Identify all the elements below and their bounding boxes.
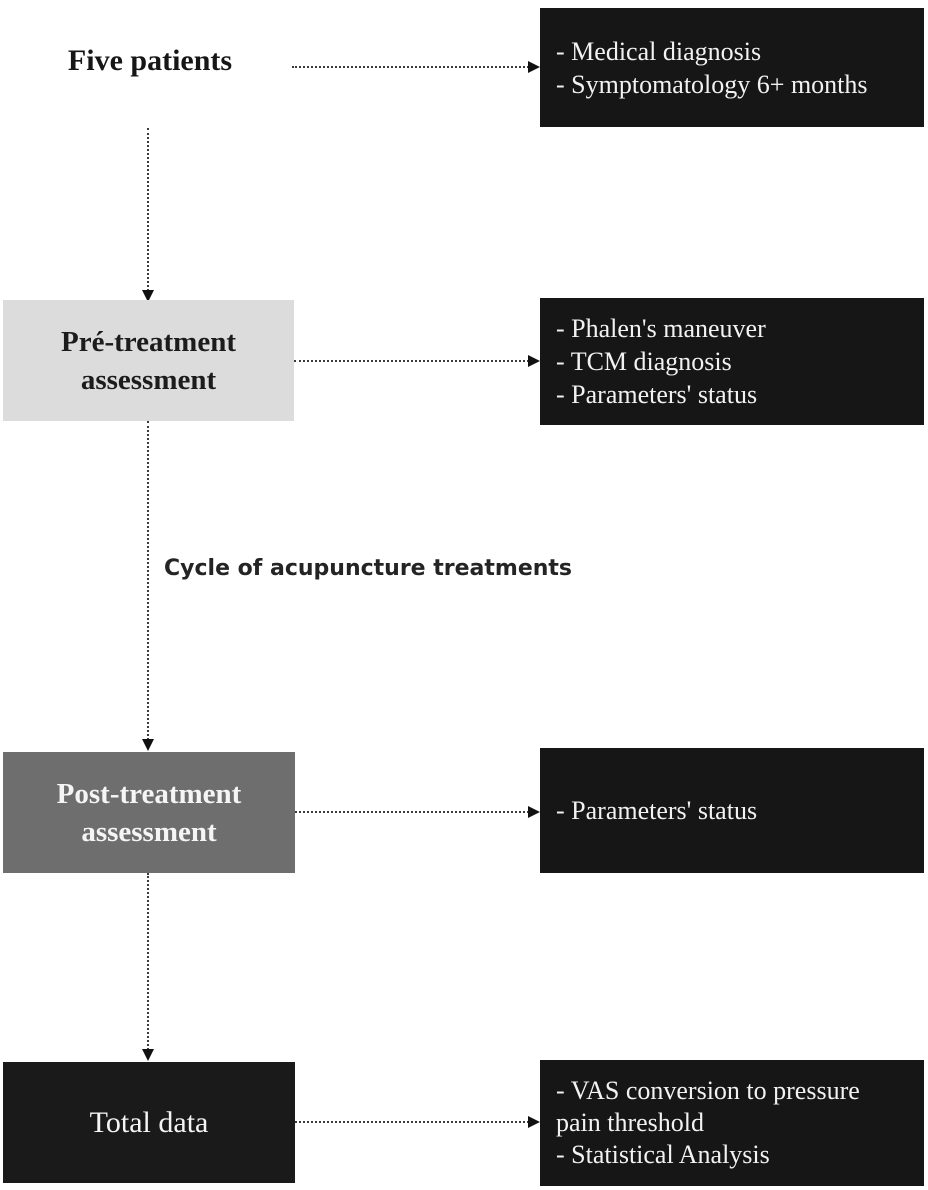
pre-details-line-3: - Parameters' status bbox=[556, 380, 758, 409]
criteria-line-1: - Medical diagnosis bbox=[556, 36, 762, 66]
node-criteria: - Medical diagnosis - Symptomatology 6+ … bbox=[540, 8, 924, 127]
node-five-patients: Five patients bbox=[67, 44, 233, 77]
arrow-line bbox=[295, 811, 529, 813]
edge-label-cycle-of-treatments: Cycle of acupuncture treatments bbox=[164, 556, 573, 581]
arrowhead-right-icon bbox=[528, 355, 540, 367]
pre-assessment-line-1: Pré-treatment bbox=[61, 325, 236, 358]
arrowhead-down-icon bbox=[142, 290, 154, 302]
arrowhead-down-icon bbox=[142, 739, 154, 751]
node-total-data: Total data bbox=[3, 1062, 295, 1183]
final-details-line-2: - Statistical Analysis bbox=[556, 1140, 770, 1169]
arrow-line bbox=[147, 128, 149, 291]
arrowhead-right-icon bbox=[528, 61, 540, 73]
arrow-pre-to-post bbox=[142, 421, 154, 751]
arrow-to-pre-assessment bbox=[142, 128, 154, 302]
arrow-post-to-details bbox=[295, 806, 540, 818]
node-post-details: - Parameters' status bbox=[540, 748, 924, 873]
pre-details-line-2: - TCM diagnosis bbox=[556, 347, 732, 376]
arrow-total-to-final bbox=[295, 1116, 540, 1128]
arrow-line bbox=[147, 421, 149, 740]
node-pre-details: - Phalen's maneuver - TCM diagnosis - Pa… bbox=[540, 298, 924, 425]
pre-details-line-1: - Phalen's maneuver bbox=[556, 314, 766, 343]
node-post-treatment-assessment: Post-treatment assessment bbox=[3, 752, 295, 873]
post-details-line-1: - Parameters' status bbox=[556, 796, 758, 825]
arrowhead-right-icon bbox=[528, 1116, 540, 1128]
arrowhead-right-icon bbox=[528, 806, 540, 818]
total-data-label: Total data bbox=[89, 1105, 209, 1139]
pre-assessment-line-2: assessment bbox=[80, 363, 217, 396]
final-details-line-1: - VAS conversion to pressure pain thresh… bbox=[556, 1076, 860, 1137]
arrow-pre-to-details bbox=[294, 355, 540, 367]
node-pre-treatment-assessment: Pré-treatment assessment bbox=[3, 300, 294, 421]
arrow-five-patients-to-criteria bbox=[292, 61, 540, 73]
criteria-line-2: - Symptomatology 6+ months bbox=[556, 69, 868, 99]
node-final-details: - VAS conversion to pressure pain thresh… bbox=[540, 1060, 924, 1186]
post-assessment-line-1: Post-treatment bbox=[56, 777, 242, 810]
arrow-line bbox=[295, 1121, 529, 1123]
post-assessment-line-2: assessment bbox=[81, 815, 217, 848]
arrow-post-to-total bbox=[142, 873, 154, 1061]
arrow-line bbox=[292, 66, 529, 68]
arrow-line bbox=[294, 360, 529, 362]
arrowhead-down-icon bbox=[142, 1049, 154, 1061]
arrow-line bbox=[147, 873, 149, 1050]
